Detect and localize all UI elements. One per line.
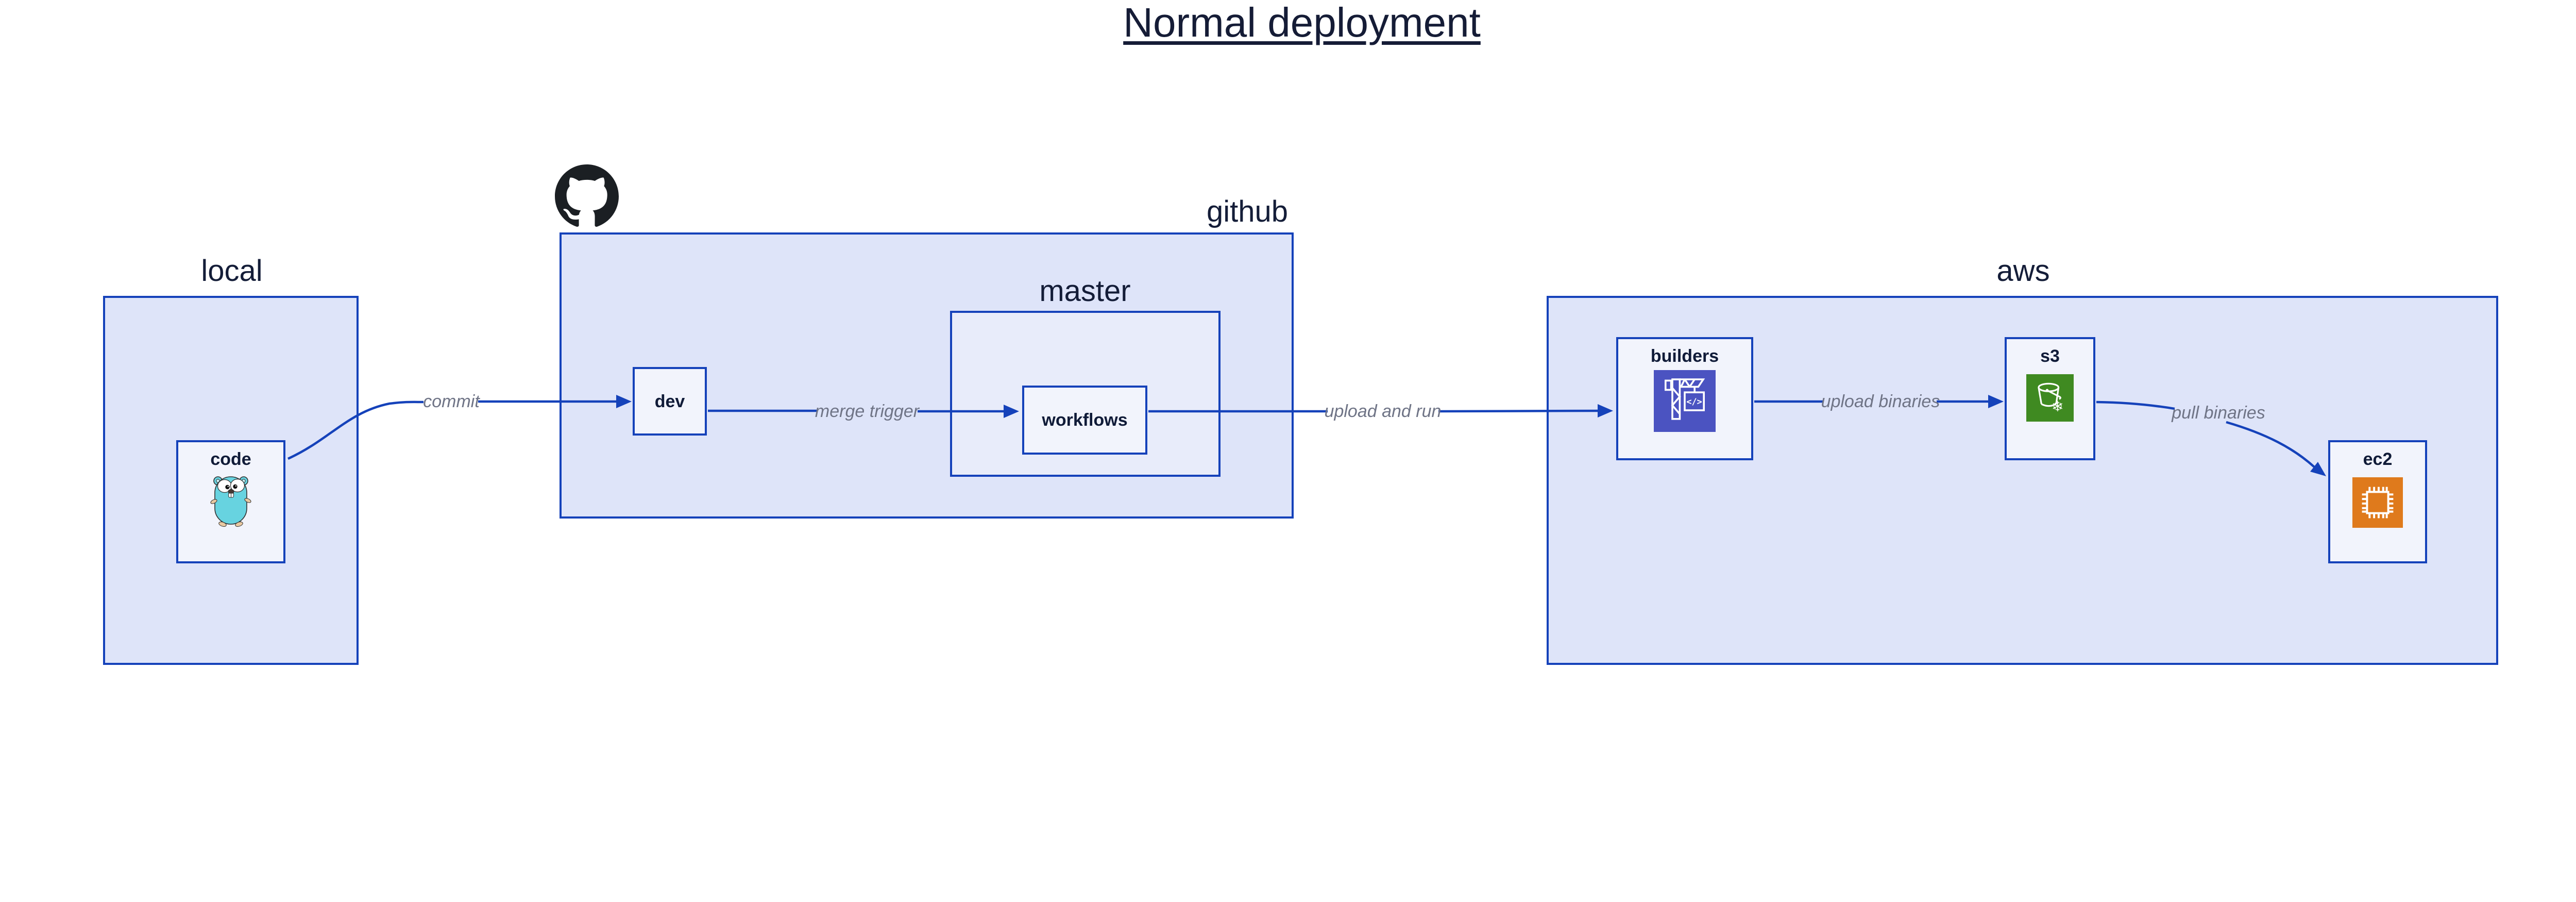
node-workflows: workflows bbox=[1022, 386, 1147, 455]
aws-codebuild-icon: </> bbox=[1654, 370, 1716, 432]
node-s3-label: s3 bbox=[2040, 346, 2060, 366]
s3-snowflake-glyph: ❄ bbox=[2052, 398, 2063, 415]
node-workflows-label: workflows bbox=[1042, 410, 1128, 430]
node-ec2-label: ec2 bbox=[2363, 449, 2393, 469]
aws-container-label: aws bbox=[1996, 254, 2050, 288]
local-container-label: local bbox=[201, 254, 263, 288]
node-dev-label: dev bbox=[654, 391, 685, 411]
node-dev: dev bbox=[633, 367, 707, 436]
github-container-label: github bbox=[1206, 195, 1288, 228]
go-gopher-icon bbox=[210, 476, 251, 527]
master-container-label: master bbox=[1039, 274, 1131, 308]
node-builders-label: builders bbox=[1650, 346, 1719, 366]
diagram-title: Normal deployment bbox=[0, 0, 2576, 45]
codebuild-code-glyph: </> bbox=[1686, 396, 1702, 407]
node-code-label: code bbox=[210, 449, 251, 469]
node-s3: s3 ❄ bbox=[2005, 337, 2095, 460]
edge-pull-binaries-label: pull binaries bbox=[2172, 403, 2265, 423]
edge-upload-and-run-label: upload and run bbox=[1324, 402, 1442, 421]
node-builders: builders </> bbox=[1616, 337, 1753, 460]
edge-commit-label: commit bbox=[423, 392, 480, 411]
node-ec2: ec2 bbox=[2328, 440, 2427, 563]
diagram-title-text: Normal deployment bbox=[1123, 0, 1481, 45]
node-code: code bbox=[176, 440, 285, 563]
github-octocat-icon bbox=[555, 164, 619, 227]
edge-upload-binaries-label: upload binaries bbox=[1821, 392, 1940, 411]
aws-ec2-icon bbox=[2352, 477, 2403, 528]
aws-s3-icon: ❄ bbox=[2026, 374, 2074, 422]
edge-merge-trigger-label: merge trigger bbox=[815, 402, 920, 421]
